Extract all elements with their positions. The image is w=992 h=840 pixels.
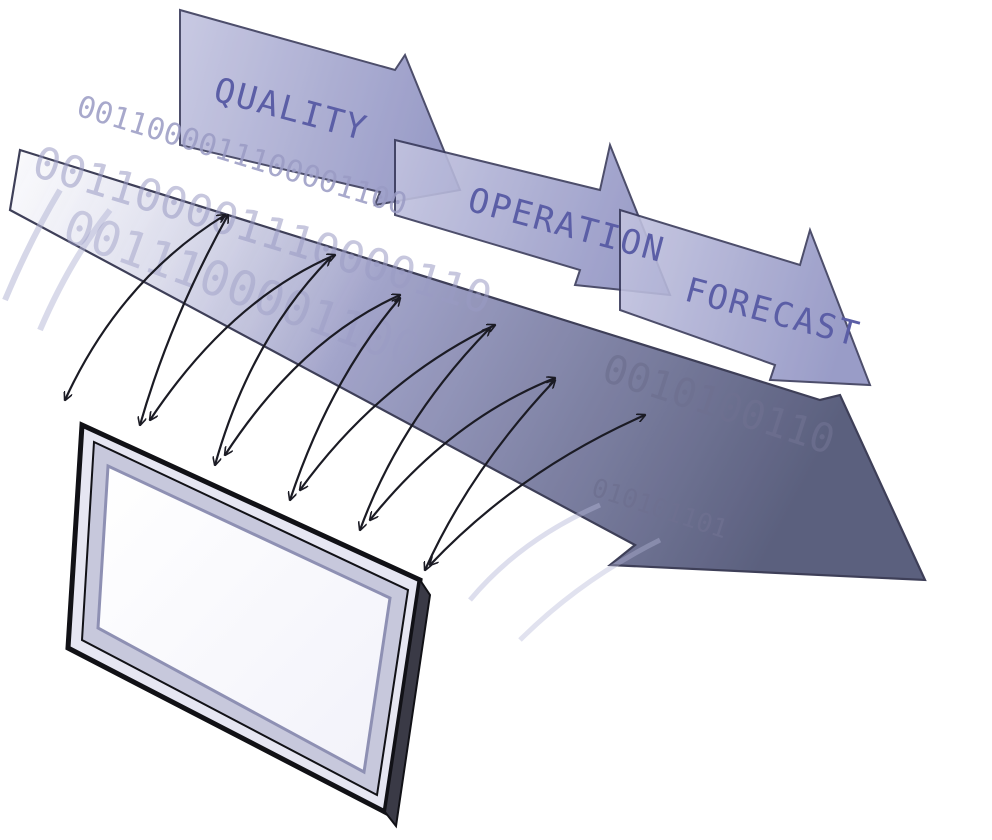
screen-frame <box>65 421 432 829</box>
stage-arrow-forecast <box>619 208 872 387</box>
screen-display <box>96 463 392 775</box>
exchange-arrow-11 <box>430 415 645 565</box>
exchange-arrows <box>65 215 645 570</box>
